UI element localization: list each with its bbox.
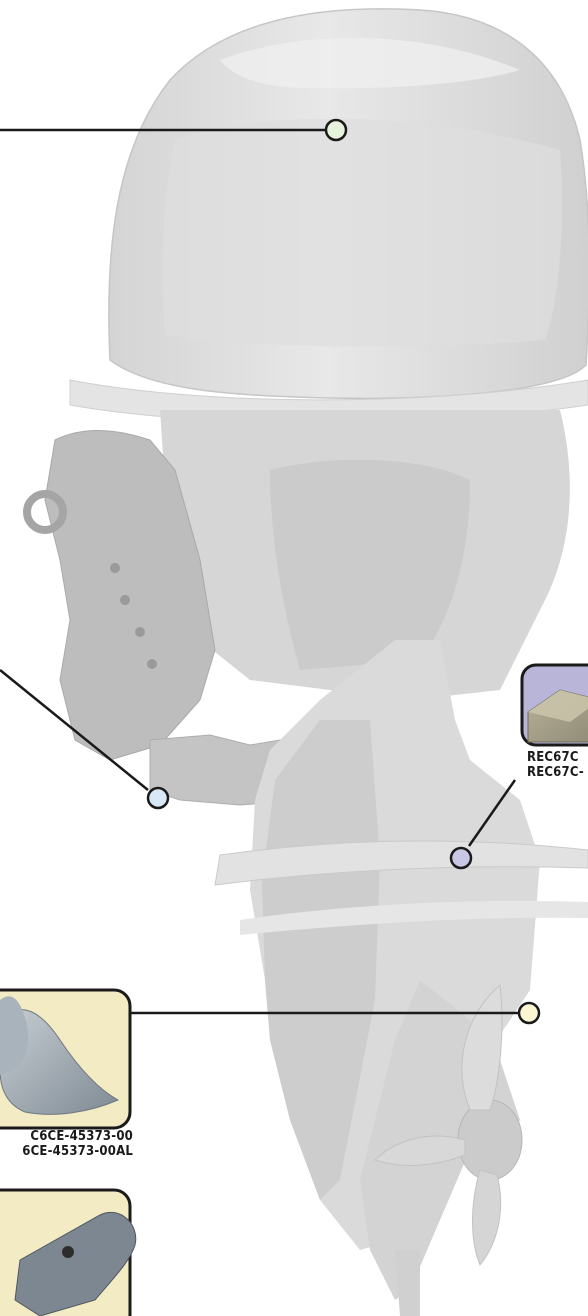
midsection-callout: [449, 846, 473, 870]
outboard-engine: [23, 8, 588, 1316]
bracket-hole-4: [147, 659, 157, 669]
bar-anode-bolt-hole: [62, 1246, 74, 1258]
bar-anode: [14, 1211, 137, 1316]
bracket-hole-1: [110, 563, 120, 573]
right-anode-top-face: [528, 690, 588, 722]
trim-tab-anode-tab: [0, 996, 29, 1075]
bracket-callout: [146, 786, 170, 810]
leader-line-bracket: [0, 669, 149, 791]
trim-tab-anode-photo-box: [0, 988, 132, 1130]
right-anode-part-numbers: REC67C REC67C-: [527, 750, 584, 780]
trim-tab-anode-part-numbers: C6CE-45373-00 6CE-45373-00AL: [0, 1129, 133, 1159]
engine-casing-panel: [270, 459, 470, 670]
trim-tab-anode-part-number-2: 6CE-45373-00AL: [22, 1144, 133, 1159]
leader-lines: [0, 128, 519, 1015]
tilt-handle-ring: [23, 490, 67, 534]
cowling-upper-vent: [220, 37, 520, 89]
right-anode-photo-box: [520, 663, 588, 747]
skeg: [395, 1250, 420, 1316]
right-anode-part-number-2: REC67C-: [527, 765, 584, 780]
propeller-blade-upper: [461, 984, 503, 1111]
mounting-bracket: [44, 430, 216, 761]
bracket-hole-2: [120, 595, 130, 605]
cowling-side-panel: [162, 118, 562, 347]
bottom-anode-photo-box: [0, 1188, 137, 1316]
top-cowling-callout: [324, 118, 348, 142]
cavitation-plate-lower: [240, 900, 588, 935]
trim-tab-anode-fin: [0, 1009, 120, 1115]
anti-cavitation-plate: [214, 840, 588, 886]
anti-cavitation-plate-callout: [517, 1001, 541, 1025]
callout-dots: [146, 118, 541, 1025]
propeller-blade-lower: [472, 1169, 502, 1266]
propeller-blade-left: [374, 1135, 466, 1166]
midsection-shadow: [262, 720, 380, 1200]
propeller-hub: [457, 1099, 523, 1181]
leader-line-midsection: [467, 779, 517, 847]
right-anode-part-number-1: REC67C: [527, 750, 579, 765]
trim-tab-anode-part-number-1: C6CE-45373-00: [30, 1129, 133, 1144]
bracket-hole-3: [135, 627, 145, 637]
